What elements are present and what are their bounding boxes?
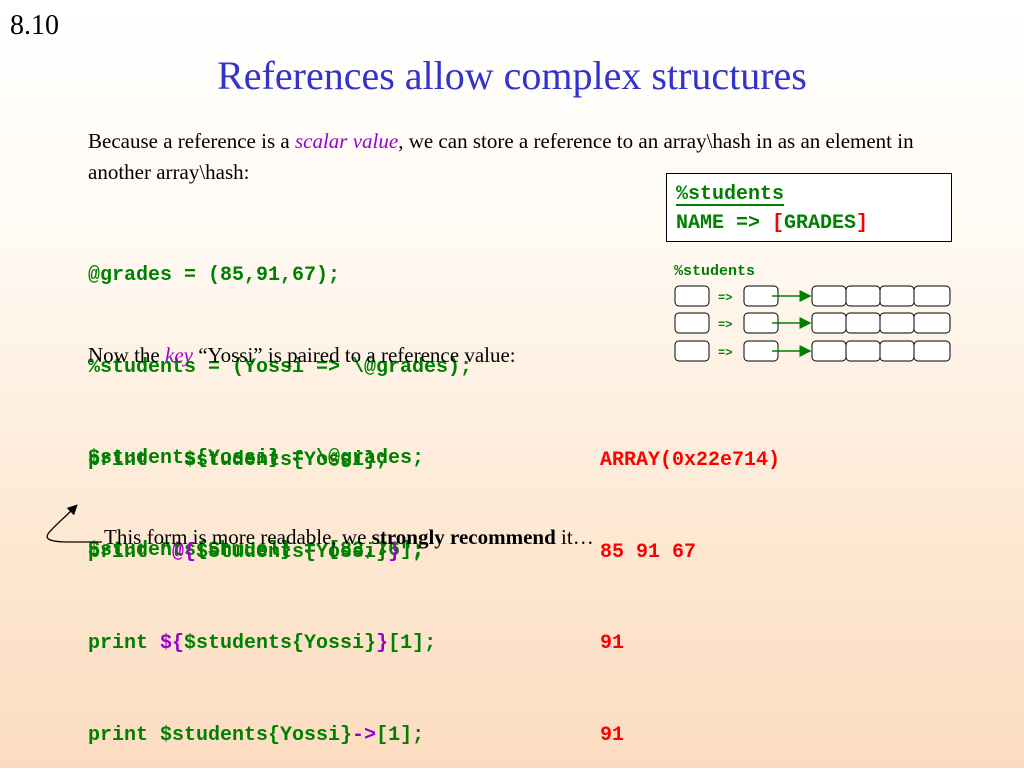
diagram-row: => <box>674 285 951 307</box>
structure-bracket-close: ] <box>856 212 869 235</box>
diagram-label: %students <box>674 263 756 280</box>
now-text-1: Now the <box>88 343 165 367</box>
output-line: ARRAY(0x22e714) <box>600 449 781 472</box>
output-line: 85 91 67 <box>600 540 697 564</box>
print-part: $students{Yossi} <box>184 632 377 655</box>
array-cell <box>913 285 951 307</box>
structure-row-name: NAME => <box>676 212 773 235</box>
slide-title: References allow complex structures <box>217 53 807 98</box>
print-deref-close: } <box>376 632 389 655</box>
print-line-1: print $students{Yossi}; <box>88 449 389 472</box>
print-line: print $students{Yossi}->[1]; <box>88 721 436 752</box>
code-line: $students{Yossi} = \@grades; <box>88 447 425 470</box>
intro-text-2: , we can store a reference to an array\h… <box>88 129 914 184</box>
print-code-block: print $students{Yossi}; print "@{$studen… <box>88 385 436 782</box>
arrow-label: => <box>718 346 732 360</box>
now-emphasis: key <box>165 343 193 367</box>
diagram-row: => <box>674 340 951 362</box>
key-cell <box>674 312 710 334</box>
array-cell <box>845 312 881 334</box>
diagram-row: => <box>674 312 951 334</box>
recommendation-note: This form is more readable, we strongly … <box>104 525 594 550</box>
structure-header: %students <box>676 183 785 206</box>
output-line: 91 <box>600 723 625 747</box>
hash-diagram: => => => <box>674 285 951 362</box>
print-part: [1]; <box>388 632 437 655</box>
print-line: print "@{$students{Yossi}}"; <box>88 538 436 569</box>
slide-number: 8.10 <box>10 10 59 41</box>
now-text-2: “Yossi” is paired to a reference value: <box>192 343 516 367</box>
arrow-label: => <box>718 291 732 305</box>
code-block: @grades = (85,91,67); %students = (Yossi… <box>88 200 472 597</box>
print-line: print ${$students{Yossi}}[1]; <box>88 629 436 660</box>
print-part: print <box>88 632 161 655</box>
print-deref-open: @{ <box>172 540 197 564</box>
print-deref-open: ${ <box>160 632 185 655</box>
array-cell <box>879 312 915 334</box>
intro-paragraph: Because a reference is a scalar value, w… <box>88 126 968 188</box>
print-deref-close: } <box>388 540 401 564</box>
key-cell <box>674 285 710 307</box>
arrow-label: => <box>718 318 732 332</box>
output-block: ARRAY(0x22e714) 85 91 67 91 91 <box>600 385 780 782</box>
array-cell <box>845 285 881 307</box>
print-part: "; <box>400 540 425 564</box>
note-bold: strongly recommend <box>371 525 556 549</box>
print-arrow-operator: -> <box>352 723 377 747</box>
code-line: $students{Shmuel} = [83,76]; <box>88 538 425 562</box>
intro-emphasis: scalar value <box>294 129 399 153</box>
array-cell <box>879 285 915 307</box>
print-part: $students{Yossi} <box>196 540 389 564</box>
note-text-1: This form is more readable, we <box>104 525 372 549</box>
print-part: print $students{Yossi} <box>88 723 353 747</box>
code-line: %students = (Yossi => \@grades); <box>88 355 473 379</box>
array-cell <box>811 285 847 307</box>
now-paragraph: Now the key “Yossi” is paired to a refer… <box>88 340 968 371</box>
array-cell <box>913 340 951 362</box>
intro-text-1: Because a reference is a <box>88 129 295 153</box>
output-line: 91 <box>600 632 625 655</box>
structure-row: NAME => [GRADES] <box>676 209 951 238</box>
key-cell <box>674 340 710 362</box>
note-text-2: it… <box>555 525 594 549</box>
curved-arrow-icon <box>46 504 102 543</box>
array-cell <box>913 312 951 334</box>
print-part: [1]; <box>376 723 425 747</box>
print-part: print " <box>88 540 173 564</box>
code-line: @grades = (85,91,67); <box>88 264 341 287</box>
print-line: print $students{Yossi}; <box>88 446 436 477</box>
structure-row-value: GRADES <box>784 212 857 235</box>
structure-bracket-open: [ <box>772 212 785 235</box>
array-cell <box>811 312 847 334</box>
